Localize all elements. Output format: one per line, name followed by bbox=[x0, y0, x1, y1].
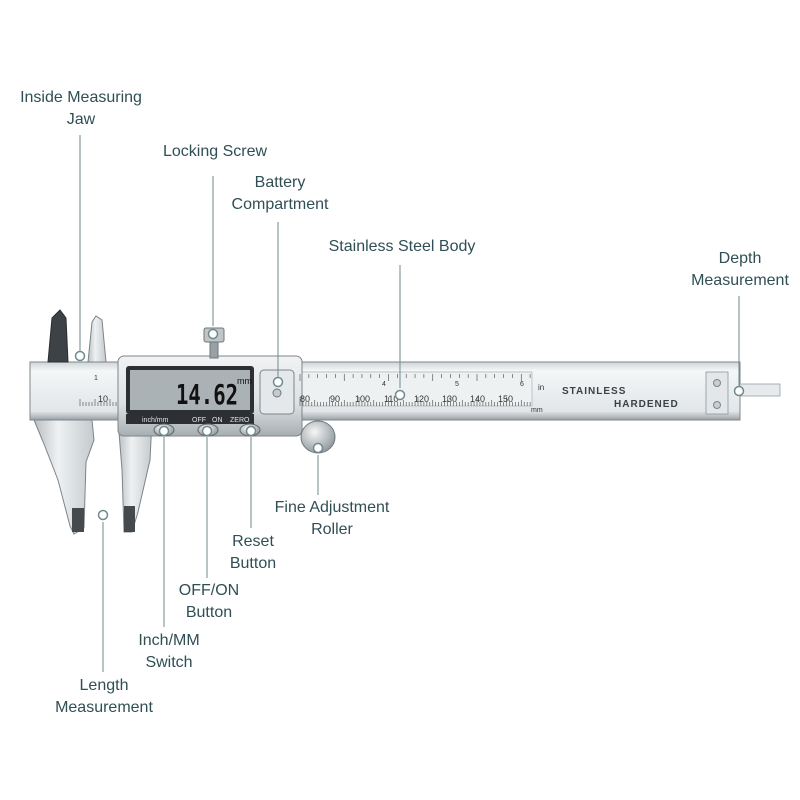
marker-reset bbox=[245, 425, 257, 437]
engraving-hardened: HARDENED bbox=[614, 399, 679, 410]
label-zero: ZERO bbox=[230, 417, 250, 424]
marker-length bbox=[97, 509, 109, 521]
callout-markers bbox=[74, 328, 745, 521]
scale-label-100: 100 bbox=[355, 394, 370, 404]
fixed-outside-jaw bbox=[33, 419, 95, 535]
label-inch-mm: inch/mm bbox=[142, 417, 169, 424]
callout-line: Length bbox=[79, 677, 129, 694]
mm-unit: mm bbox=[531, 407, 543, 414]
callout-line: OFF/ON bbox=[178, 582, 240, 599]
callout-line: Roller bbox=[311, 521, 353, 538]
scale-label-110: 110 bbox=[384, 394, 398, 404]
callout-inside-measuring-jaw: Inside Measuring Jaw bbox=[8, 87, 154, 131]
lcd-readout: 14.62 bbox=[176, 378, 238, 411]
engraving-stainless: STAINLESS bbox=[562, 386, 626, 397]
scale-label-80: 80 bbox=[300, 394, 310, 404]
scale-label-90: 90 bbox=[330, 394, 340, 404]
fixed-jaw-tip bbox=[72, 508, 84, 532]
end-plate-screw-top bbox=[713, 379, 721, 387]
inch-label-1: 1 bbox=[94, 375, 98, 382]
callout-line: Battery bbox=[254, 174, 306, 191]
scale-label-150: 150 bbox=[498, 394, 513, 404]
callout-line: Fine Adjustment bbox=[274, 499, 390, 516]
callout-inch-mm-switch: Inch/MM Switch bbox=[124, 630, 214, 674]
marker-offon bbox=[201, 425, 213, 437]
callout-off-on-button: OFF/ON Button bbox=[168, 580, 250, 624]
marker-inchmm bbox=[158, 425, 170, 437]
jaw-scale-ticks bbox=[79, 399, 117, 406]
scale-label-130: 130 bbox=[442, 394, 457, 404]
callout-line: Measurement bbox=[55, 699, 153, 716]
scale-label-120: 120 bbox=[414, 394, 429, 404]
end-plate-screw-bottom bbox=[713, 401, 721, 409]
callout-depth-measurement: Depth Measurement bbox=[680, 248, 800, 292]
marker-battery bbox=[272, 376, 284, 388]
callout-line: Button bbox=[185, 604, 233, 621]
jaw-scale-label-10: 10 bbox=[98, 394, 108, 404]
callout-battery-compartment: Battery Compartment bbox=[218, 172, 342, 216]
sliding-jaw-tip bbox=[124, 506, 135, 532]
callout-reset-button: Reset Button bbox=[220, 531, 286, 575]
locking-screw-shaft bbox=[209, 339, 219, 359]
callout-stainless-steel-body: Stainless Steel Body bbox=[310, 236, 494, 258]
marker-inside-jaw bbox=[74, 350, 86, 362]
inch-label-6: 6 bbox=[520, 381, 524, 388]
callout-fine-adjustment-roller: Fine Adjustment Roller bbox=[258, 497, 406, 541]
inch-unit: in bbox=[538, 383, 544, 392]
main-scale-ticks bbox=[299, 374, 531, 406]
inch-label-4: 4 bbox=[382, 381, 386, 388]
callout-line: Button bbox=[229, 555, 277, 572]
marker-roller bbox=[312, 442, 324, 454]
scale-label-140: 140 bbox=[470, 394, 485, 404]
fixed-inside-jaw bbox=[47, 309, 69, 363]
callout-line: Switch bbox=[145, 654, 193, 671]
label-off: OFF bbox=[192, 417, 206, 424]
callout-length-measurement: Length Measurement bbox=[40, 675, 168, 719]
marker-depth bbox=[733, 385, 745, 397]
callout-line: Depth bbox=[718, 250, 762, 267]
inch-label-5: 5 bbox=[455, 381, 459, 388]
leader-lines bbox=[79, 135, 740, 672]
battery-cover-screw bbox=[272, 388, 282, 398]
marker-locking-screw bbox=[207, 328, 219, 340]
callout-line: Measurement bbox=[691, 272, 789, 289]
callout-line: Jaw bbox=[66, 111, 96, 128]
callout-line: Reset bbox=[232, 533, 274, 550]
callout-line: Inch/MM bbox=[138, 632, 200, 649]
lcd-unit: mm bbox=[237, 376, 252, 386]
callout-line: Locking Screw bbox=[162, 143, 268, 160]
sliding-inside-jaw bbox=[87, 315, 107, 363]
callout-line: Stainless Steel Body bbox=[328, 238, 476, 255]
callout-line: Compartment bbox=[231, 196, 329, 213]
lcd-screen bbox=[130, 370, 250, 410]
beam-end-plate bbox=[705, 371, 729, 415]
button-label-strip bbox=[126, 414, 254, 424]
callout-locking-screw: Locking Screw bbox=[140, 141, 290, 163]
marker-body bbox=[394, 389, 406, 401]
callout-line: Inside Measuring bbox=[20, 89, 142, 106]
depth-rod bbox=[739, 383, 781, 397]
label-on: ON bbox=[212, 417, 223, 424]
